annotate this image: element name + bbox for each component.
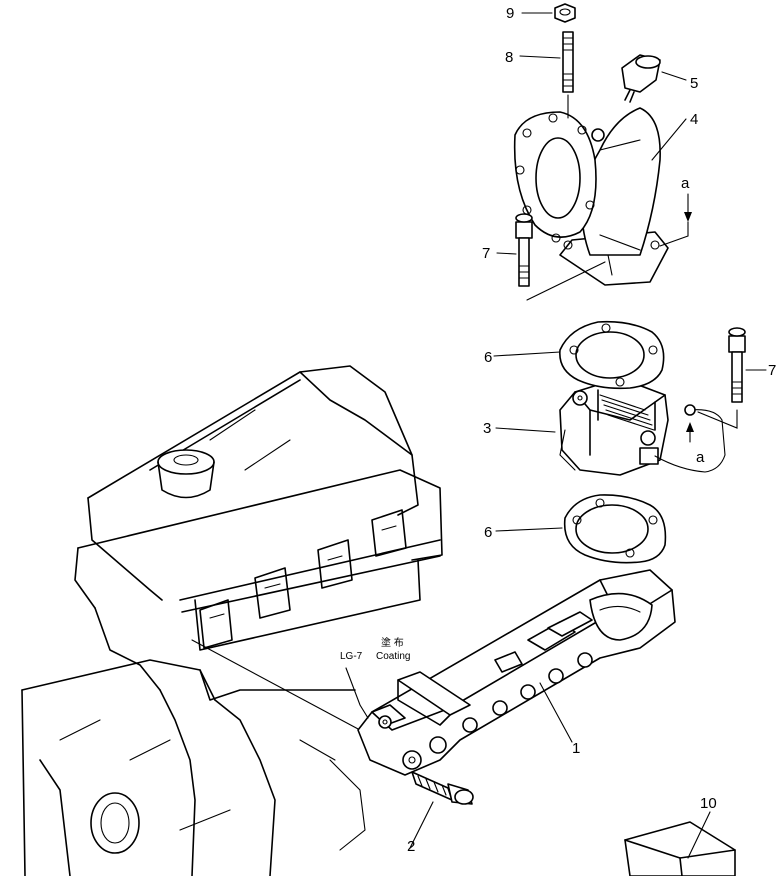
label-part-9: 9 [506, 5, 514, 22]
gasket-lower [563, 494, 667, 564]
coating-jp-label: 塗 布 [381, 636, 404, 649]
bolt-part-2 [409, 771, 474, 849]
gasket-upper [559, 320, 665, 390]
label-part-5: 5 [690, 75, 698, 92]
label-part-4: 4 [690, 111, 698, 128]
coating-code-label: LG-7 [340, 651, 363, 662]
bolt-part-7-right [697, 327, 767, 429]
stud-and-nut [519, 3, 576, 119]
sensor-part-5 [621, 54, 687, 103]
exhaust-manifold [357, 569, 676, 776]
marker-a-top: a [681, 175, 690, 192]
marker-a-right: a [696, 449, 705, 466]
label-part-1: 1 [572, 740, 580, 757]
part-10-bracket [624, 811, 736, 876]
label-part-7-right: 7 [768, 362, 776, 379]
coating-text-label: Coating [376, 651, 410, 662]
bolt-part-7-left [496, 213, 613, 301]
label-part-8: 8 [505, 49, 513, 66]
label-part-10: 10 [700, 795, 717, 812]
label-part-7-left: 7 [482, 245, 490, 262]
engine-block [21, 365, 443, 876]
label-part-6-upper: 6 [484, 349, 492, 366]
label-part-2: 2 [407, 838, 415, 855]
label-part-6-lower: 6 [484, 524, 492, 541]
leader-lines [345, 118, 694, 743]
exhaust-elbow [513, 107, 669, 286]
label-part-3: 3 [483, 420, 491, 437]
